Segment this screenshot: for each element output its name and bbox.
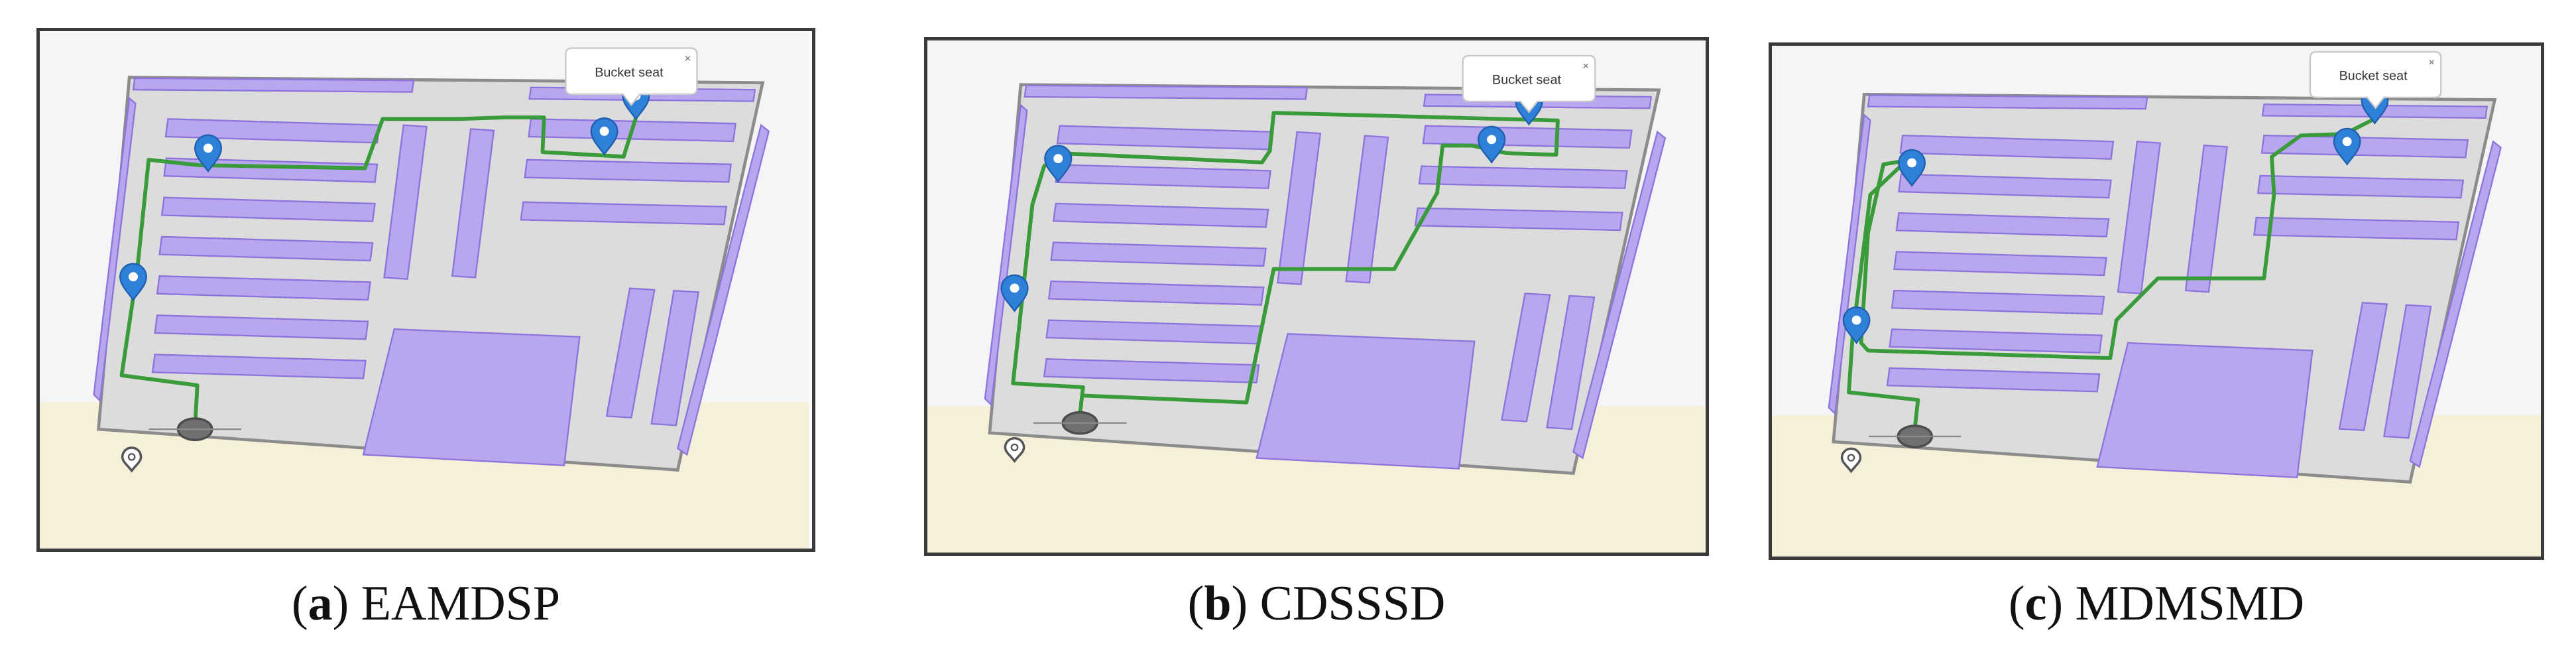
route-path <box>119 115 638 427</box>
shelf-layout <box>1828 94 2502 479</box>
location-marker-icon <box>121 446 143 473</box>
tooltip-label: Bucket seat <box>2339 69 2408 84</box>
tooltip: Bucket seat × <box>565 47 698 107</box>
map-pin-icon[interactable] <box>1044 145 1073 183</box>
shelf-layout <box>93 77 770 466</box>
map-pin-icon[interactable] <box>1000 274 1029 312</box>
warehouse-map-c: Bucket seat × <box>1772 46 2541 557</box>
map-pin-icon[interactable] <box>590 117 618 156</box>
map-pin-icon[interactable] <box>194 134 222 173</box>
close-icon[interactable]: × <box>685 52 691 64</box>
map-pin-icon[interactable] <box>1478 125 1506 164</box>
tooltip-label: Bucket seat <box>595 66 664 80</box>
caption-b: (b) CDSSSD <box>1187 576 1446 631</box>
map-panel-b: Bucket seat × <box>924 37 1709 556</box>
close-icon[interactable]: × <box>2429 56 2435 68</box>
tooltip: Bucket seat × <box>1462 54 1596 113</box>
location-marker-icon <box>1004 437 1025 464</box>
warehouse-map-b: Bucket seat × <box>927 40 1706 553</box>
caption-c: (c) MDMSMD <box>2008 576 2305 631</box>
close-icon[interactable]: × <box>1582 60 1589 72</box>
start-point <box>1869 425 1961 448</box>
shelf-layout <box>984 84 1667 470</box>
start-point <box>1033 411 1127 435</box>
location-marker-icon <box>1840 447 1862 474</box>
map-panel-c: Bucket seat × <box>1769 42 2544 560</box>
caption-a: (a) EAMDSP <box>291 576 560 631</box>
map-pin-icon[interactable] <box>119 263 147 302</box>
route-path <box>1011 111 1560 422</box>
map-pin-icon[interactable] <box>1842 306 1871 345</box>
tooltip-label: Bucket seat <box>1492 73 1562 88</box>
warehouse-map-a: Bucket seat × <box>40 33 809 549</box>
map-panel-a: Bucket seat × <box>36 28 815 552</box>
map-pin-icon[interactable] <box>2333 127 2361 166</box>
start-point <box>148 417 242 442</box>
map-pin-icon[interactable] <box>1898 149 1926 187</box>
tooltip: Bucket seat × <box>2309 51 2442 109</box>
